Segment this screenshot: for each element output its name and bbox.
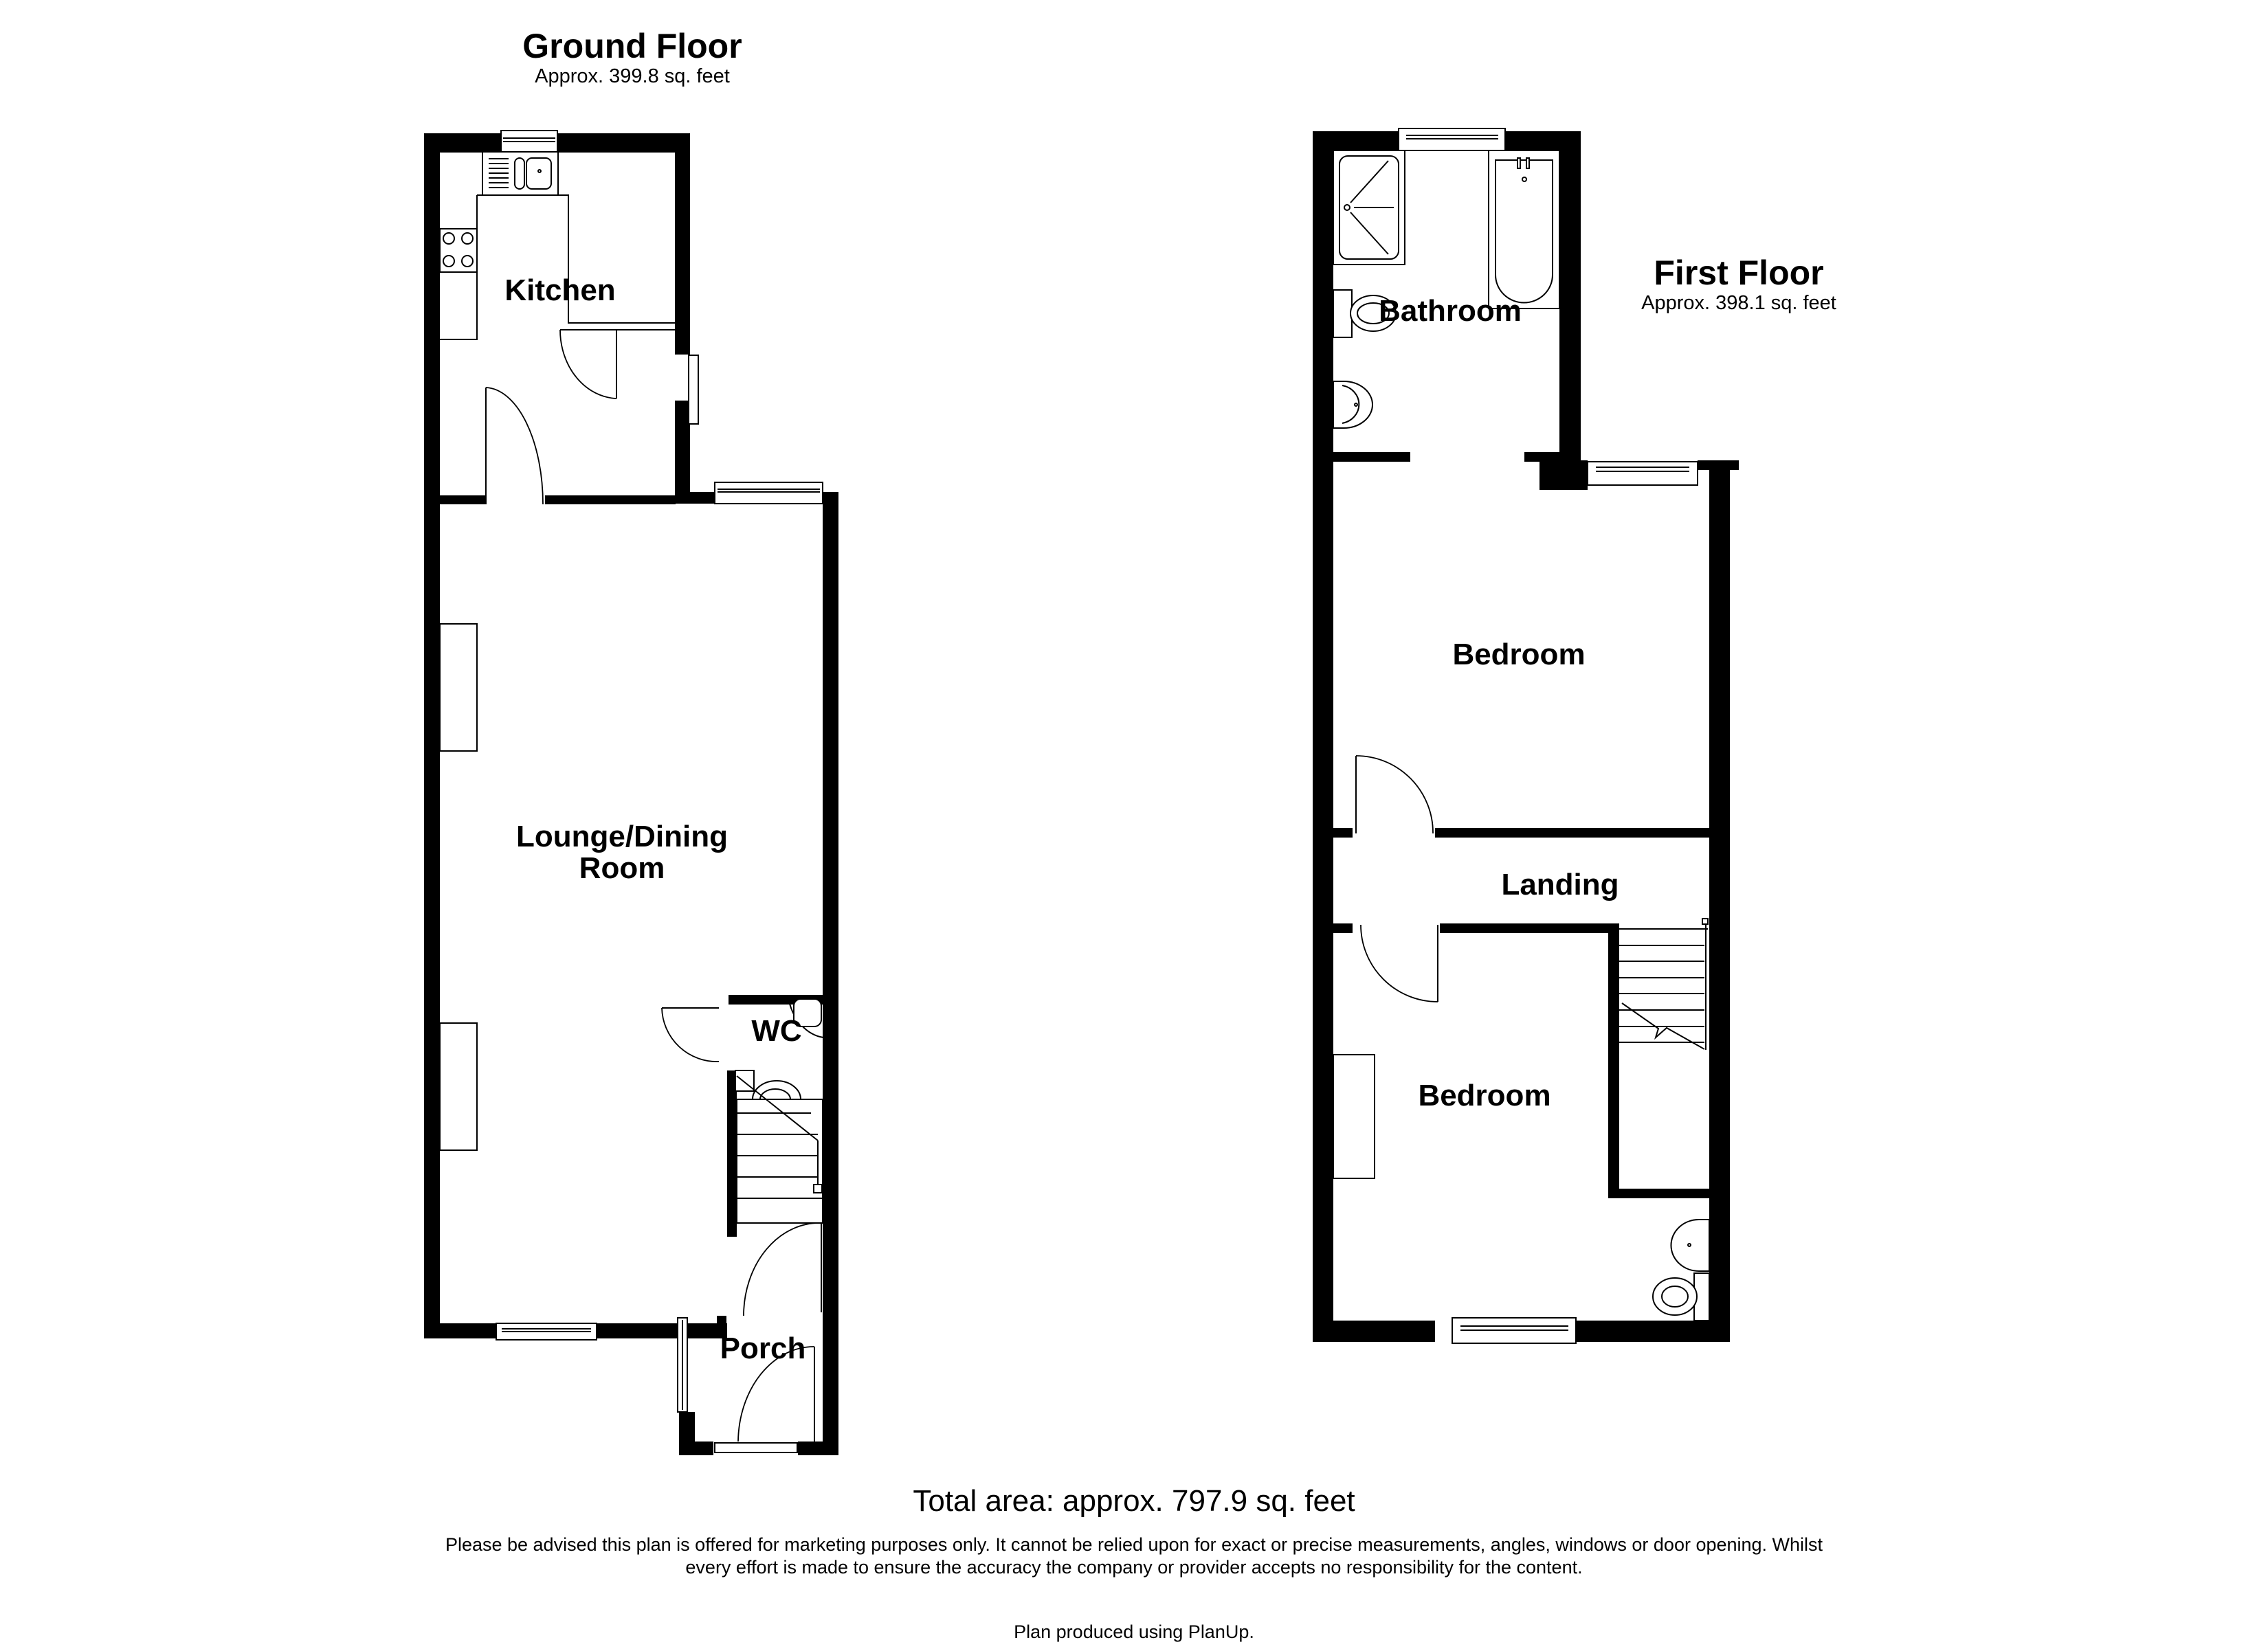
first-floor-title: First Floor	[1654, 254, 1824, 292]
sink-bowl-small-icon	[514, 157, 525, 190]
room-label-lounge-dining: Lounge/Dining Room	[467, 820, 777, 886]
ground-floor-walls	[424, 133, 838, 1455]
shower-tray-icon	[1333, 150, 1405, 265]
total-area: Total area: approx. 797.9 sq. feet	[913, 1484, 1355, 1518]
ground-floor-plan	[424, 130, 838, 1455]
disclaimer-line-2: every effort is made to ensure the accur…	[685, 1557, 1583, 1578]
disclaimer: Please be advised this plan is offered f…	[0, 1534, 2268, 1579]
ground-floor-doors	[485, 329, 822, 1442]
bathroom-fixtures	[1333, 150, 1560, 429]
lounge-fixtures	[439, 623, 478, 1151]
toilet-bowl-icon	[1350, 295, 1397, 332]
first-floor-doors	[1355, 755, 1438, 1002]
first-floor-walls	[1313, 131, 1739, 1342]
basin-icon	[793, 998, 822, 1027]
drainer-icon	[489, 158, 509, 188]
room-label-lounge-line2: Room	[579, 851, 665, 886]
first-floor-heading: First Floor Approx. 398.1 sq. feet	[1601, 254, 1876, 315]
room-label-bedroom-rear: Bedroom	[1452, 638, 1586, 671]
room-label-kitchen: Kitchen	[504, 273, 616, 307]
front-bedroom-fixtures	[1333, 1054, 1710, 1321]
bathroom-basin-icon	[1333, 381, 1373, 429]
room-label-porch: Porch	[720, 1332, 806, 1365]
ground-floor-area: Approx. 399.8 sq. feet	[535, 65, 730, 87]
room-label-bathroom: Bathroom	[1379, 294, 1522, 328]
first-floor-stairs	[1619, 918, 1709, 1050]
first-floor-windows	[1398, 128, 1698, 1344]
chimney-breast-lower	[439, 1022, 478, 1151]
ground-floor-stairs	[736, 1075, 823, 1224]
first-floor-area: Approx. 398.1 sq. feet	[1641, 292, 1836, 314]
produced-by: Plan produced using PlanUp.	[1014, 1622, 1254, 1642]
first-floor-plan	[1313, 128, 1739, 1344]
ground-floor-windows	[496, 130, 823, 1453]
ground-floor-title: Ground Floor	[522, 27, 742, 65]
room-label-lounge-line1: Lounge/Dining	[516, 820, 728, 853]
room-label-bedroom-front: Bedroom	[1418, 1079, 1551, 1112]
kitchen-fixtures	[439, 151, 675, 340]
chimney-breast	[1333, 1054, 1375, 1179]
toilet-cistern-icon	[1333, 289, 1353, 338]
sink-bowl-icon	[526, 157, 552, 190]
bath-tub-icon	[1488, 150, 1560, 309]
room-label-landing: Landing	[1501, 868, 1619, 901]
toilet-bowl-icon	[1652, 1277, 1698, 1316]
ground-floor-heading: Ground Floor Approx. 399.8 sq. feet	[495, 27, 770, 88]
chimney-breast-upper	[439, 623, 478, 752]
disclaimer-line-1: Please be advised this plan is offered f…	[445, 1534, 1823, 1555]
room-label-wc: WC	[751, 1014, 802, 1048]
